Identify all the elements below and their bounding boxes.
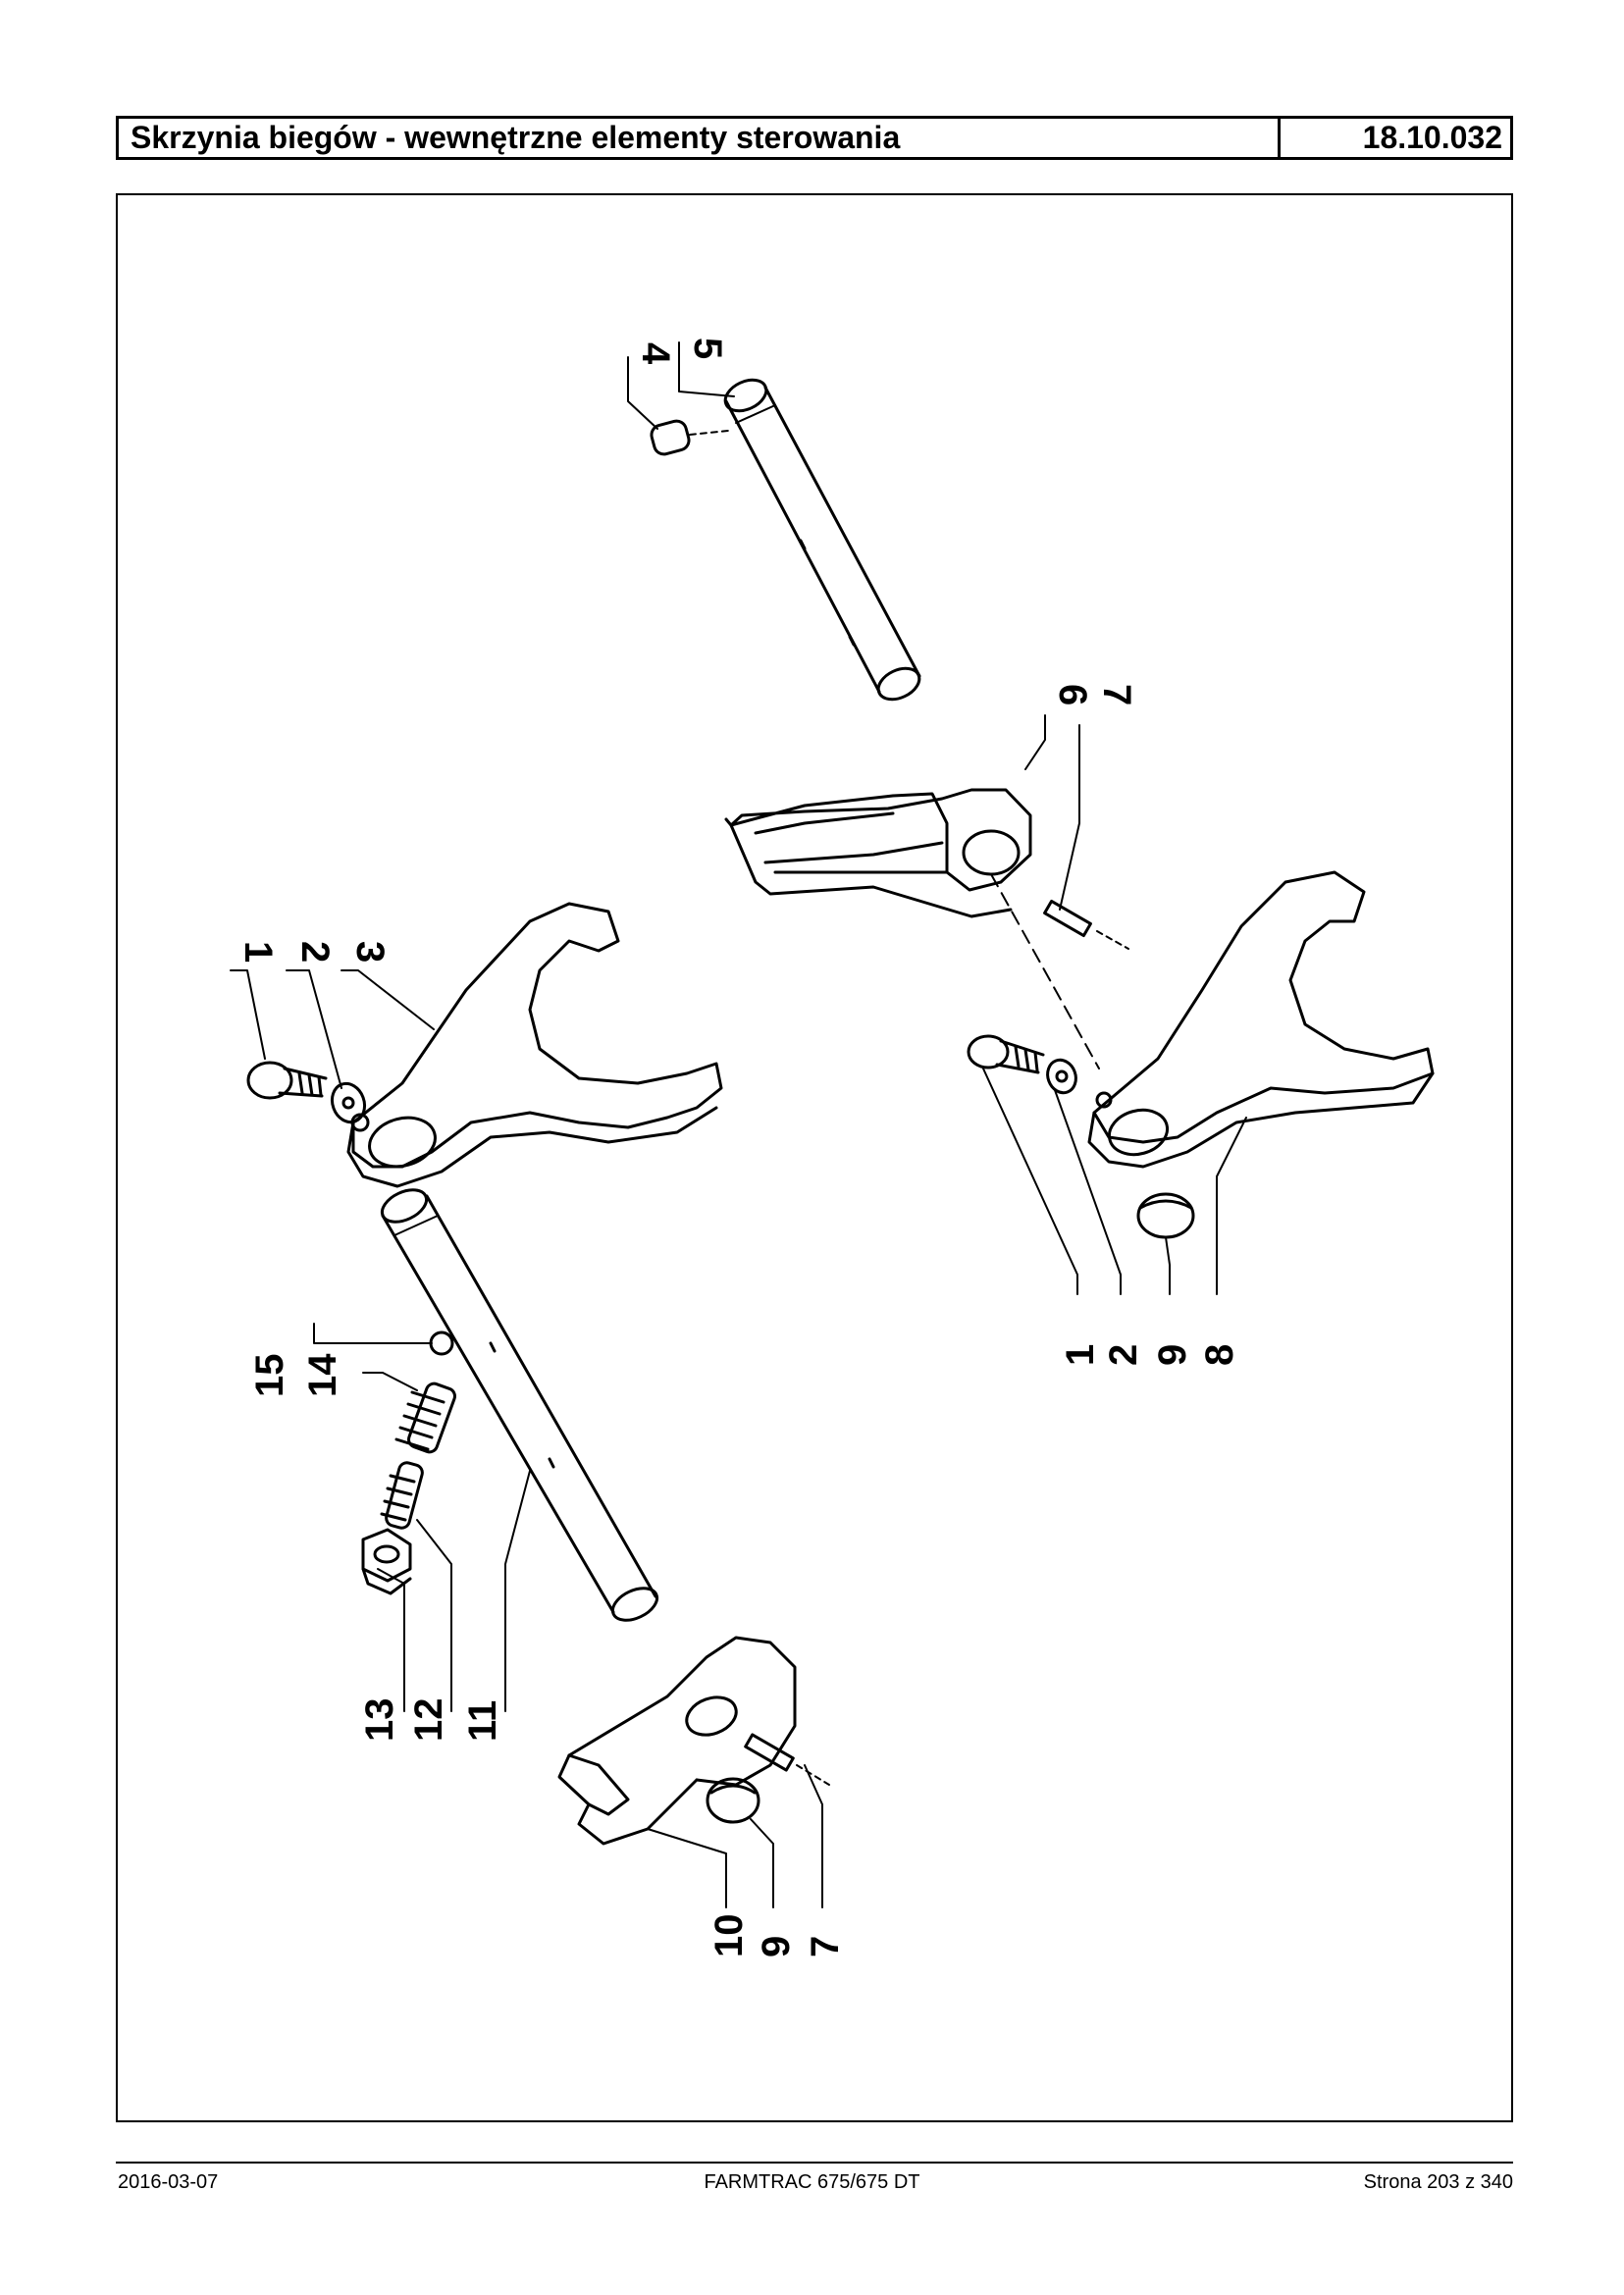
right-bolt-1 [967, 1034, 1045, 1074]
lower-lever [557, 1636, 797, 1846]
bush-9-right [1136, 1192, 1195, 1239]
callout-6: 6 [1051, 684, 1094, 705]
callout-3-left: 3 [348, 941, 392, 963]
detent-spring-14 [394, 1382, 456, 1454]
footer-model: FARMTRAC 675/675 DT [704, 2171, 920, 2193]
plunger-12 [380, 1461, 424, 1530]
exploded-diagram: 4 5 6 7 1 2 3 15 14 13 12 11 10 9 7 1 2 … [230, 338, 1435, 1957]
upper-lever [724, 788, 1032, 918]
page-title: Skrzynia biegów - wewnętrzne elementy st… [119, 119, 1281, 157]
callout-13: 13 [358, 1698, 401, 1743]
roll-pin-7-top [1043, 899, 1129, 950]
callout-7-bottom: 7 [804, 1936, 847, 1957]
footer-page-number: Strona 203 z 340 [1363, 2171, 1513, 2193]
lower-shaft [380, 1188, 659, 1622]
callout-labels: 4 5 6 7 1 2 3 15 14 13 12 11 10 9 7 1 2 … [236, 338, 1241, 1957]
right-washer-2 [1046, 1058, 1077, 1095]
plug-4 [650, 419, 729, 456]
callout-15: 15 [248, 1354, 291, 1398]
section-code: 18.10.032 [1362, 120, 1502, 155]
nut-13 [361, 1528, 412, 1595]
callout-14: 14 [301, 1353, 344, 1397]
callout-5: 5 [686, 338, 729, 359]
callout-8-right: 8 [1198, 1344, 1241, 1366]
leader-lines [230, 341, 1247, 1908]
page-header: Skrzynia biegów - wewnętrzne elementy st… [116, 116, 1513, 160]
footer-divider [116, 2162, 1513, 2164]
callout-1-right: 1 [1059, 1344, 1102, 1366]
callout-9-right: 9 [1151, 1344, 1194, 1366]
exploded-diagram-frame: 4 5 6 7 1 2 3 15 14 13 12 11 10 9 7 1 2 … [116, 193, 1513, 2122]
callout-12: 12 [407, 1698, 450, 1743]
callout-7-top: 7 [1095, 684, 1138, 705]
left-bolt-1 [246, 1061, 328, 1100]
right-shift-fork [1087, 870, 1435, 1169]
bush-9-bottom [706, 1777, 760, 1824]
callout-11: 11 [461, 1700, 504, 1742]
footer-date: 2016-03-07 [118, 2171, 219, 2193]
upper-shaft [723, 378, 921, 702]
callout-2-right: 2 [1102, 1344, 1145, 1366]
callout-1-left: 1 [236, 941, 280, 963]
callout-2-left: 2 [293, 941, 337, 963]
callout-4: 4 [634, 342, 677, 365]
detent-ball-15 [429, 1330, 454, 1356]
left-shift-fork [346, 902, 723, 1188]
callout-10: 10 [707, 1914, 751, 1958]
callout-9-bottom: 9 [755, 1936, 798, 1957]
roll-pin-7-bottom [744, 1733, 830, 1786]
left-washer-2 [330, 1081, 367, 1124]
